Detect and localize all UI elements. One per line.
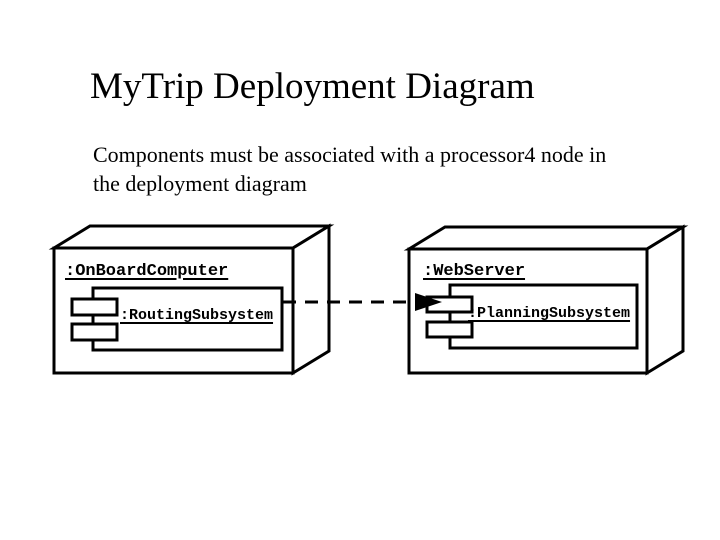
slide-subtitle: Components must be associated with a pro… xyxy=(93,142,607,196)
slide-title: MyTrip Deployment Diagram xyxy=(90,66,535,107)
arrowhead-icon xyxy=(415,293,442,311)
node-top-face xyxy=(403,225,689,251)
node-side-face xyxy=(291,223,331,376)
component-tab-bottom xyxy=(425,320,474,339)
component-routingsubsystem xyxy=(70,286,284,352)
node-top-face xyxy=(48,224,335,250)
node-side-face xyxy=(645,224,685,376)
dependency-connector xyxy=(283,293,442,311)
component-tab-bottom xyxy=(70,322,119,342)
component-body xyxy=(448,283,639,350)
component-body xyxy=(91,286,284,352)
node-label-webserver: :WebServer xyxy=(423,262,526,281)
node-label-onboardcomputer: :OnBoardComputer xyxy=(65,262,229,281)
component-tab-top xyxy=(70,297,119,317)
component-label-routingsubsystem: :RoutingSubsystem xyxy=(120,307,274,324)
component-label-planningsubsystem: :PlanningSubsystem xyxy=(468,305,631,322)
